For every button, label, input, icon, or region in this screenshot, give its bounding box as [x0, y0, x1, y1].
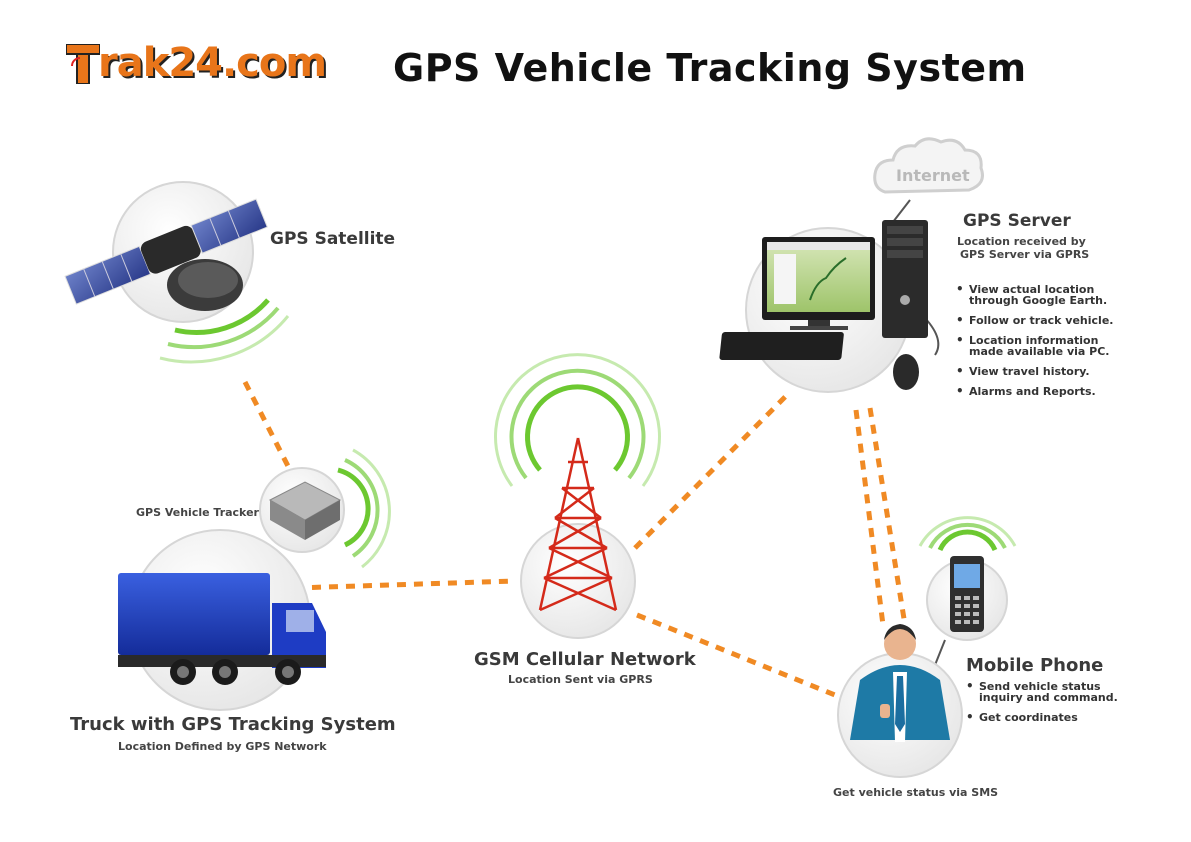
mobile-feature-list: Send vehicle status inquiry and command.… — [966, 681, 1141, 732]
mouse-cable — [924, 317, 940, 356]
link-truck-gsm — [294, 578, 516, 591]
link-gsm-mobile — [636, 612, 841, 700]
server-subtitle-line2: GPS Server via GPRS — [960, 248, 1090, 261]
internet-label: Internet — [896, 166, 970, 185]
server-title: GPS Server — [963, 211, 1071, 231]
truck-title: Truck with GPS Tracking System — [70, 714, 396, 735]
mobile-caption: Get vehicle status via SMS — [833, 786, 999, 799]
thin-connectors — [892, 199, 946, 666]
logo-t-icon — [66, 44, 100, 84]
gsm-subtitle: Location Sent via GPRS — [508, 673, 653, 686]
businessman-icon — [850, 624, 950, 742]
server-feature-item: View actual location through Google Eart… — [956, 284, 1116, 306]
tracker-label: GPS Vehicle Tracker — [136, 506, 259, 519]
server-computer-icon — [719, 220, 928, 390]
gsm-title: GSM Cellular Network — [474, 649, 696, 670]
server-feature-item: Follow or track vehicle. — [956, 315, 1116, 326]
server-subtitle-line1: Location received by — [957, 235, 1086, 248]
gsm-circle — [520, 523, 636, 639]
vehicle-tracker-icon — [268, 481, 342, 540]
server-feature-item: Alarms and Reports. — [956, 386, 1116, 397]
truck-icon — [118, 573, 326, 685]
truck-subtitle: Location Defined by GPS Network — [118, 740, 327, 753]
connection-links — [242, 380, 908, 700]
link-satellite-tracker — [242, 380, 293, 472]
logo-text: rak24.com — [98, 40, 327, 86]
server-feature-item: Location information made available via … — [956, 335, 1116, 357]
server-feature-item: View travel history. — [956, 366, 1116, 377]
internet-cloud-icon — [873, 137, 984, 194]
link-gsm-server — [633, 390, 792, 550]
mouse-icon — [893, 354, 919, 390]
satellite-icon — [64, 198, 268, 311]
tower-signal-icon — [494, 353, 661, 487]
tracker-signal-icon — [337, 448, 391, 569]
satellite-signal-icon — [159, 298, 290, 364]
mobile-title: Mobile Phone — [966, 655, 1104, 676]
cell-tower-icon — [538, 437, 618, 612]
link-server-mobile-1 — [853, 409, 886, 626]
satellite-label: GPS Satellite — [270, 229, 396, 249]
trak24-logo[interactable]: rak24.com — [66, 40, 366, 92]
mobile-phone-icon — [950, 556, 984, 632]
page-title: GPS Vehicle Tracking System — [393, 46, 1027, 90]
signal-waves — [159, 298, 1017, 569]
phone-signal-icon — [918, 516, 1017, 552]
mobile-feature-item: Send vehicle status inquiry and command. — [966, 681, 1141, 703]
server-feature-list: View actual location through Google Eart… — [956, 284, 1116, 406]
mobile-feature-item: Get coordinates — [966, 712, 1141, 723]
phone-connector — [934, 639, 946, 666]
link-server-mobile-2 — [867, 407, 908, 626]
internet-connector — [892, 199, 911, 223]
